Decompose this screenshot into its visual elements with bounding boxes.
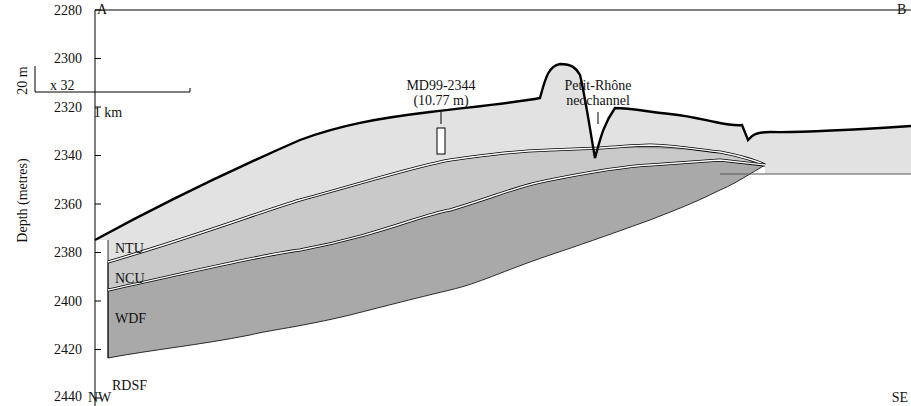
tick-label: 2440	[54, 389, 82, 404]
scale-label: 1 km	[94, 105, 122, 120]
unit-label: RDSF	[112, 378, 147, 393]
tick-label: 2360	[54, 197, 82, 212]
core-label: MD99-2344 (10.77 m)	[396, 78, 486, 108]
tick-label: 2320	[54, 100, 82, 115]
scale-bar	[35, 66, 190, 92]
ntu-layer	[95, 64, 911, 262]
tick-label: 2420	[54, 342, 82, 357]
section-label: A	[97, 2, 107, 17]
leader-line	[598, 112, 599, 124]
direction-label: NW	[88, 390, 111, 405]
section-label: B	[897, 2, 906, 17]
core-symbol	[437, 128, 445, 154]
scale-label: 20 m	[14, 66, 29, 94]
unit-label: WDF	[115, 311, 146, 326]
tick-label: 2300	[54, 51, 82, 66]
depth-axis	[95, 10, 911, 406]
axis-title: Depth (metres)	[15, 158, 30, 242]
direction-label: SE	[892, 390, 908, 405]
tick-label: 2400	[54, 294, 82, 309]
tick-label: 2380	[54, 245, 82, 260]
channel-label: Petit-Rhône neochannel	[553, 78, 643, 108]
scale-label: x 32	[50, 78, 75, 93]
unit-label: NTU	[115, 241, 144, 256]
tick-label: 2340	[54, 148, 82, 163]
layer-boundaries	[108, 145, 911, 290]
tick-label: 2280	[54, 3, 82, 18]
leader-line	[441, 112, 442, 124]
seafloor-line	[95, 64, 911, 240]
unit-label: NCU	[115, 271, 145, 286]
